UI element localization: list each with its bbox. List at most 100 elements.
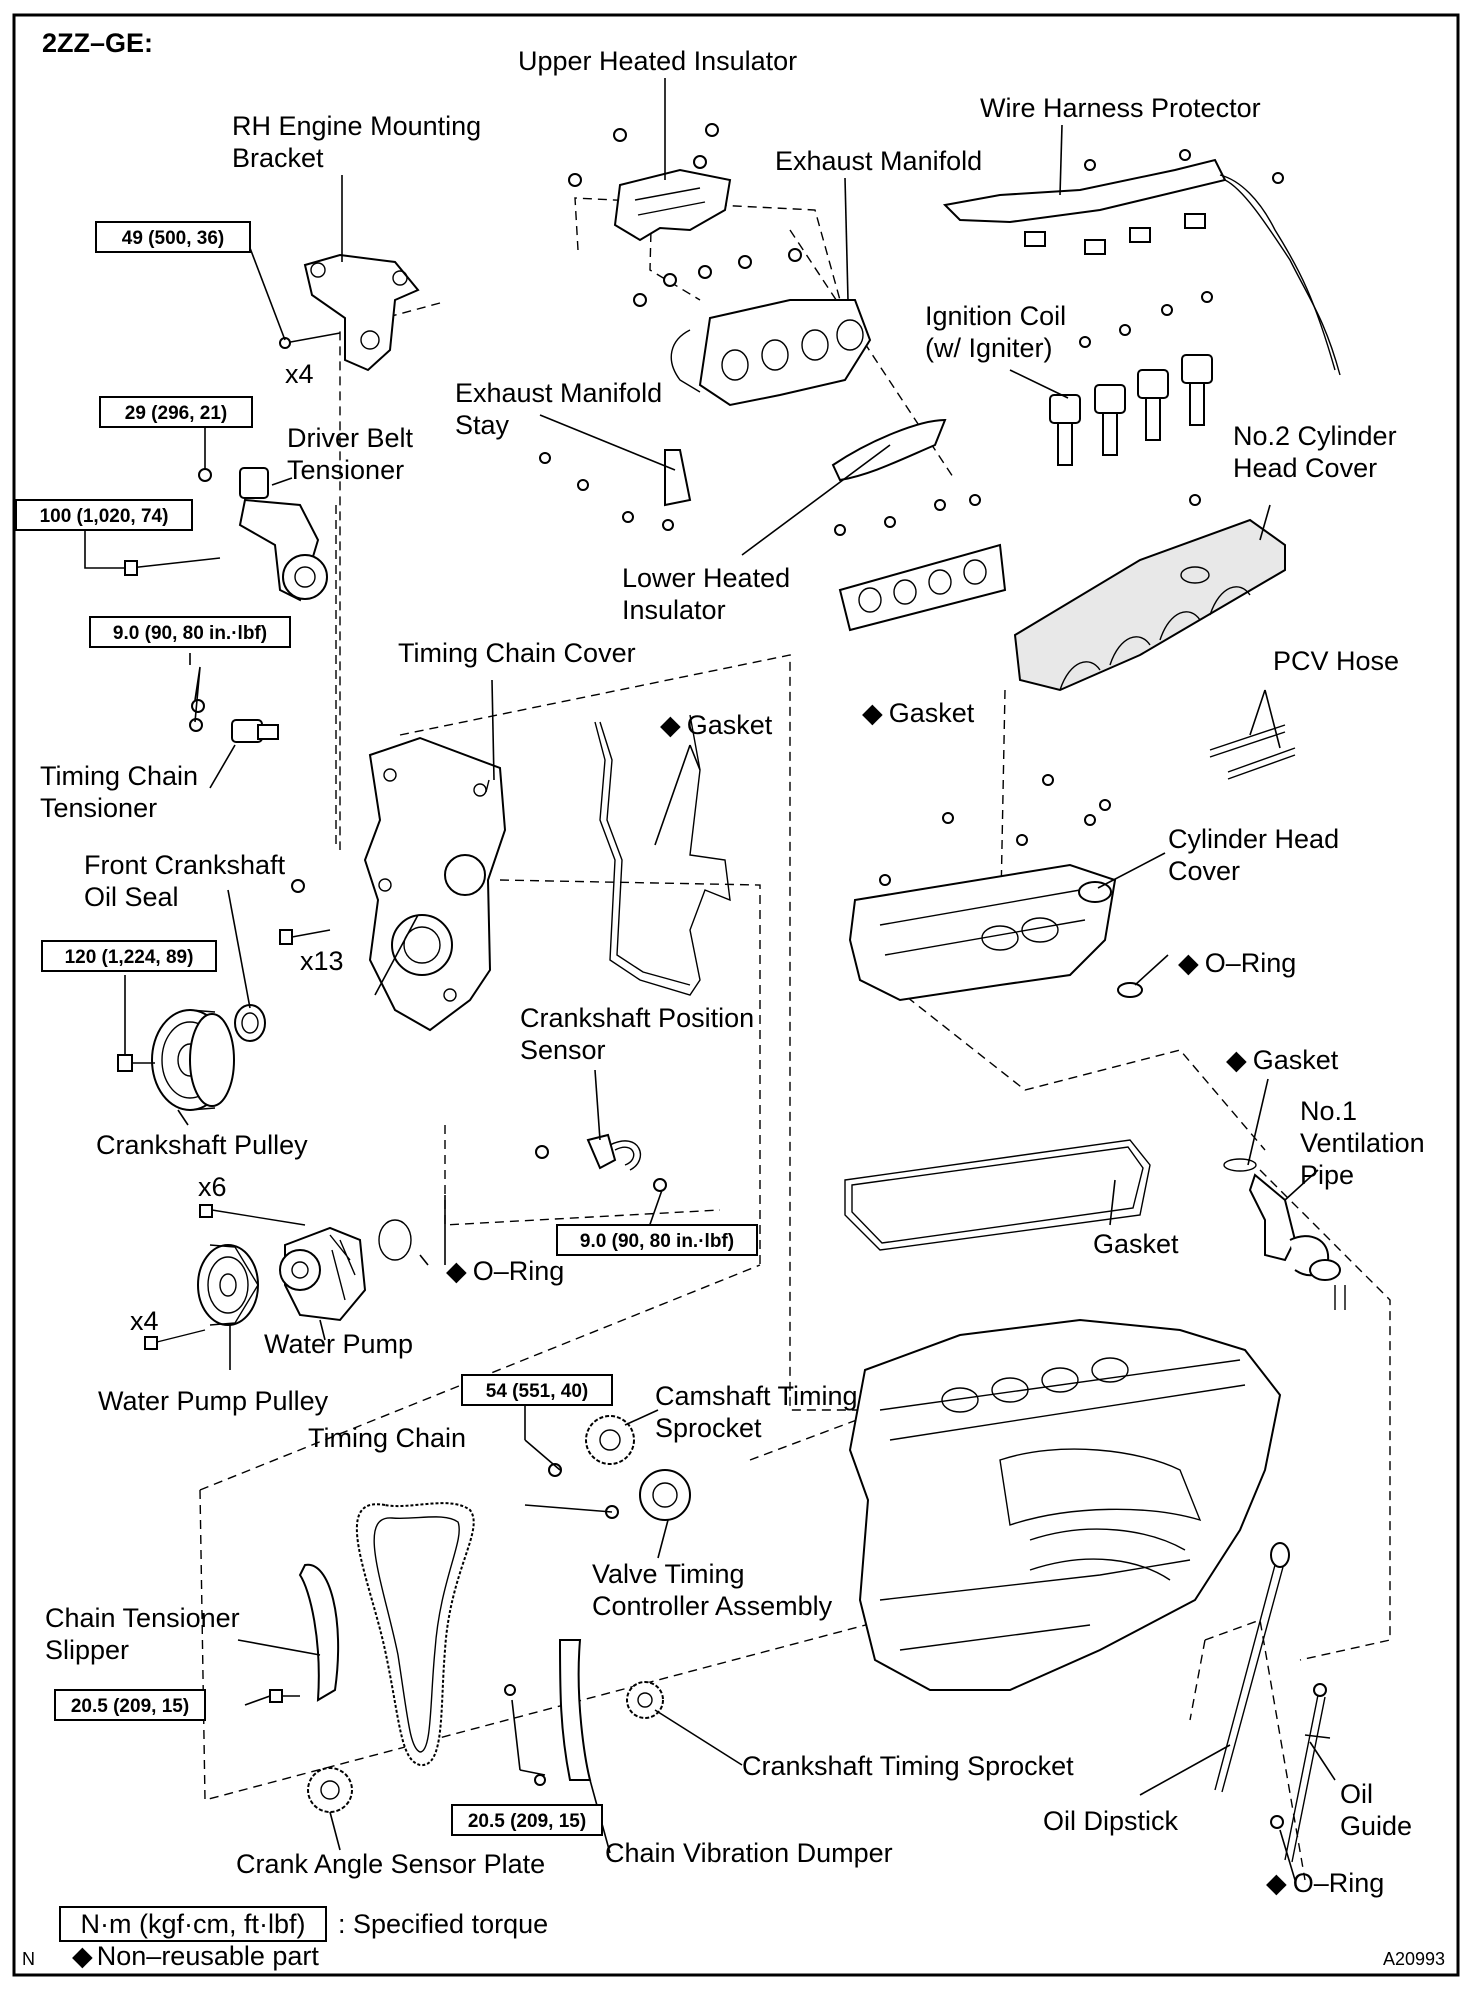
exhaust-manifold-part (633, 248, 872, 407)
label-crankshaft-timing-sprocket: Crankshaft Timing Sprocket (742, 1751, 1074, 1781)
chain-vibration-damper-part (504, 1639, 592, 1786)
camshaft-timing-sprocket-part (548, 1415, 635, 1477)
torque-box-49: 49 (500, 36) (95, 221, 251, 253)
torque-box-205a: 20.5 (209, 15) (54, 1689, 206, 1721)
corner-mark: N (22, 1949, 35, 1969)
quantity-x4-bracket: x4 (285, 359, 314, 389)
label-water-pump-pulley: Water Pump Pulley (98, 1386, 329, 1416)
quantity-x4-pulley: x4 (130, 1306, 159, 1336)
label-oil-guide-1: Oil (1340, 1779, 1373, 1809)
chain-tensioner-slipper-part (269, 1563, 340, 1703)
label-crankshaft-position-sensor-2: Sensor (520, 1035, 606, 1065)
torque-value-120: 120 (1,224, 89) (65, 947, 194, 968)
label-cylinder-head-cover-1: Cylinder Head (1168, 824, 1339, 854)
torque-value-9a: 9.0 (90, 80 in.·lbf) (113, 623, 267, 644)
label-crank-angle-sensor-plate: Crank Angle Sensor Plate (236, 1849, 545, 1879)
label-valve-timing-controller-1: Valve Timing (592, 1559, 745, 1589)
front-crankshaft-oil-seal-part (234, 1004, 266, 1042)
figure-code: A20993 (1383, 1949, 1445, 1969)
diagram-frame (12, 13, 1460, 1977)
water-pump-part (199, 1204, 412, 1322)
torque-box-9b: 9.0 (90, 80 in.·lbf) (556, 1224, 758, 1256)
torque-value-54: 54 (551, 40) (486, 1381, 588, 1402)
label-timing-chain-tensioner-2: Tensioner (40, 793, 157, 823)
upper-heated-insulator-part (568, 123, 732, 242)
nonreusable-marker: ◆ (72, 1941, 93, 1971)
label-rh-engine-mounting-bracket-2: Bracket (232, 143, 324, 173)
label-lower-heated-insulator-1: Lower Heated (622, 563, 790, 593)
timing-chain-cover-gasket-part (594, 714, 731, 996)
timing-chain-cover-part (279, 736, 507, 1032)
ignition-coils-part (1049, 291, 1213, 466)
label-crankshaft-pulley: Crankshaft Pulley (96, 1130, 308, 1160)
label-lower-heated-insulator-2: Insulator (622, 595, 726, 625)
label-cylinder-head-cover-gasket: Gasket (1093, 1229, 1179, 1259)
crankshaft-position-sensor-part (535, 1133, 667, 1192)
label-oil-dipstick: Oil Dipstick (1043, 1806, 1179, 1836)
legend-nonreusable: ◆Non–reusable part (72, 1941, 319, 1971)
label-exhaust-manifold-stay-1: Exhaust Manifold (455, 378, 662, 408)
torque-value-9b: 9.0 (90, 80 in.·lbf) (580, 1231, 734, 1252)
label-chain-vibration-damper: Chain Vibration Dumper (605, 1838, 893, 1868)
torque-value-205b: 20.5 (209, 15) (468, 1811, 586, 1832)
dip-oring-text: O–Ring (1293, 1868, 1385, 1898)
label-upper-heated-insulator: Upper Heated Insulator (518, 46, 797, 76)
chc-oring-text: O–Ring (1205, 948, 1297, 978)
lower-heated-insulator-part (831, 418, 981, 536)
label-crankshaft-position-sensor-1: Crankshaft Position (520, 1003, 754, 1033)
no1-ventilation-pipe-part (1223, 1158, 1346, 1310)
label-water-pump-oring: ◆O–Ring (446, 1256, 564, 1286)
label-valve-timing-controller-2: Controller Assembly (592, 1591, 833, 1621)
torque-box-100: 100 (1,020, 74) (15, 499, 193, 531)
exhaust-gasket-text: Gasket (889, 698, 975, 728)
crankshaft-pulley-part (117, 1009, 235, 1111)
label-no1-ventilation-pipe-1: No.1 (1300, 1096, 1357, 1126)
label-timing-chain-cover-gasket: ◆Gasket (660, 710, 773, 740)
torque-value-49: 49 (500, 36) (122, 228, 224, 249)
torque-box-205b: 20.5 (209, 15) (451, 1804, 603, 1836)
label-exhaust-manifold: Exhaust Manifold (775, 146, 982, 176)
nonreusable-marker: ◆ (1266, 1868, 1287, 1898)
torque-box-9a: 9.0 (90, 80 in.·lbf) (89, 616, 291, 648)
pcv-hose-part (1209, 724, 1296, 780)
driver-belt-tensioner-part (124, 467, 328, 602)
torque-box-120: 120 (1,224, 89) (41, 940, 217, 972)
label-no2-cylinder-head-cover-1: No.2 Cylinder (1233, 421, 1397, 451)
exhaust-gasket-part (838, 543, 1007, 632)
label-no2-cylinder-head-cover-2: Head Cover (1233, 453, 1377, 483)
torque-value-205a: 20.5 (209, 15) (71, 1696, 189, 1717)
label-timing-chain: Timing Chain (308, 1423, 466, 1453)
label-driver-belt-tensioner-1: Driver Belt (287, 423, 414, 453)
crank-angle-sensor-plate-part (307, 1767, 353, 1813)
nonreusable-marker: ◆ (862, 698, 883, 728)
label-chain-tensioner-slipper-2: Slipper (45, 1635, 129, 1665)
cylinder-head-cover-part (848, 774, 1143, 1002)
wire-harness-protector-part (942, 149, 1341, 376)
nonreusable-marker: ◆ (1178, 948, 1199, 978)
legend: N·m (kgf·cm, ft·lbf) : Specified torque … (22, 1906, 1445, 1971)
label-no1-ventilation-pipe-3: Pipe (1300, 1160, 1354, 1190)
valve-timing-controller-part (605, 1469, 691, 1521)
torque-box-29: 29 (296, 21) (99, 396, 253, 428)
nonreusable-marker: ◆ (660, 710, 681, 740)
cylinder-head-cover-gasket-part (844, 1139, 1151, 1251)
nonreusable-marker: ◆ (446, 1256, 467, 1286)
label-water-pump: Water Pump (264, 1329, 413, 1359)
water-pump-pulley-part (144, 1244, 259, 1350)
rh-engine-mounting-bracket-part (279, 253, 420, 372)
label-exhaust-manifold-stay-2: Stay (455, 410, 510, 440)
label-driver-belt-tensioner-2: Tensioner (287, 455, 404, 485)
legend-nonreusable-text: Non–reusable part (97, 1941, 320, 1971)
tcc-gasket-text: Gasket (687, 710, 773, 740)
nonreusable-marker: ◆ (1226, 1045, 1247, 1075)
torque-box-54: 54 (551, 40) (461, 1374, 613, 1406)
no2-cylinder-head-cover-part (1013, 494, 1286, 692)
label-ignition-coil-1: Ignition Coil (925, 301, 1066, 331)
label-dipstick-oring: ◆O–Ring (1266, 1868, 1384, 1898)
timing-chain-tensioner-part (189, 699, 279, 743)
crankshaft-timing-sprocket-part (626, 1681, 664, 1719)
vent-gasket-text: Gasket (1253, 1045, 1339, 1075)
label-camshaft-timing-sprocket-2: Sprocket (655, 1413, 762, 1443)
quantity-x6: x6 (198, 1172, 227, 1202)
